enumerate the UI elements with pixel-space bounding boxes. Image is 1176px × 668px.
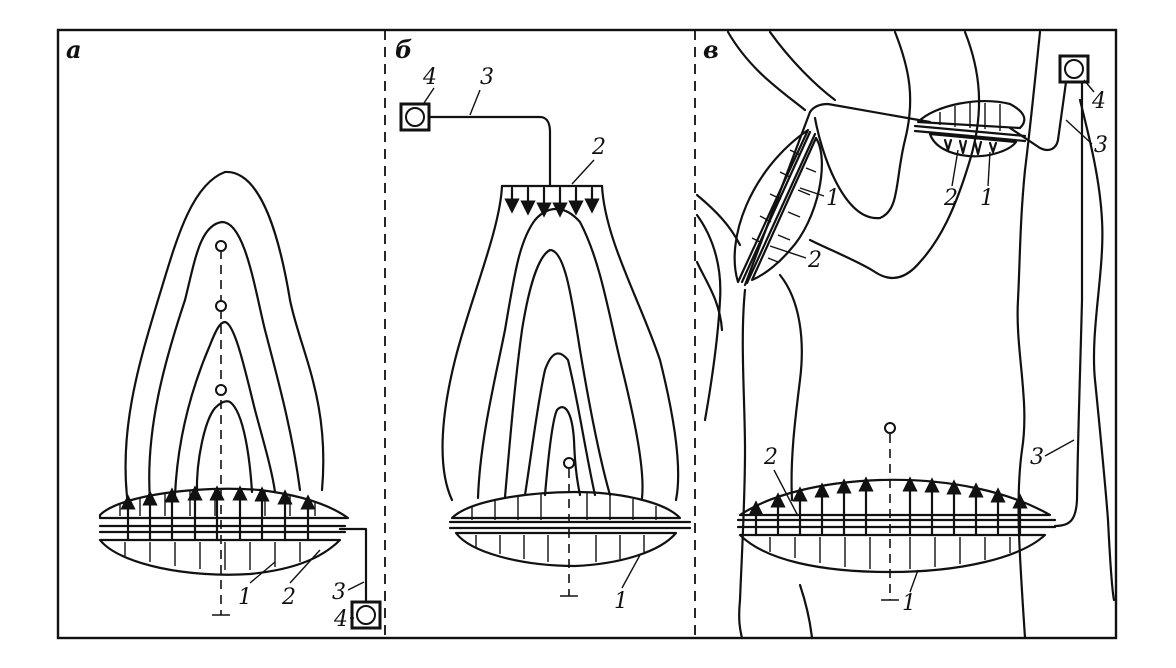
terrain-line xyxy=(768,30,837,102)
contour-line xyxy=(173,320,277,497)
callout-1: 1 xyxy=(614,589,628,614)
callout-leader xyxy=(347,581,365,591)
callout-4: 4 xyxy=(333,607,348,632)
callout-2: 2 xyxy=(281,585,296,610)
panel-c: в 4 3 3 xyxy=(695,30,1116,640)
callout-leader xyxy=(289,549,321,584)
outer-frame xyxy=(56,28,1118,640)
frozen-zone-lens xyxy=(738,478,1052,517)
contour-line xyxy=(476,207,644,500)
frozen-zone-lens xyxy=(98,538,342,576)
callout-leader xyxy=(249,561,276,584)
terrain-line xyxy=(726,30,807,112)
terrain-line xyxy=(813,30,912,220)
contour-line xyxy=(195,400,254,495)
frozen-zone-lens-diagonal xyxy=(733,128,823,285)
terrain-line xyxy=(1016,30,1042,640)
flow-arrows xyxy=(748,476,1028,537)
callout-leader xyxy=(773,469,799,517)
callout-4: 4 xyxy=(1091,89,1106,114)
observation-well-icon xyxy=(215,384,227,396)
terrain-line xyxy=(798,583,814,640)
panel-b-label: б xyxy=(395,35,412,64)
supply-pipe xyxy=(338,527,368,605)
terrain-line xyxy=(738,288,747,640)
contour-line xyxy=(124,170,325,507)
callout-leader xyxy=(621,554,641,589)
terrain-line xyxy=(1078,98,1116,602)
callout-1-bottom: 1 xyxy=(902,591,916,616)
callout-3: 3 xyxy=(332,580,346,605)
lens-hatching xyxy=(769,537,1011,569)
frozen-zone-lens xyxy=(454,531,678,568)
pump-station-icon xyxy=(405,107,425,127)
callout-leader xyxy=(951,149,959,187)
frozen-zone-lens xyxy=(738,533,1047,574)
callout-2: 2 xyxy=(591,135,606,160)
contour-line xyxy=(148,220,302,502)
callout-leader xyxy=(423,87,435,104)
contour-line xyxy=(543,406,582,497)
contour-line xyxy=(441,184,504,502)
frozen-zone-lens xyxy=(98,487,350,520)
callout-4: 4 xyxy=(422,65,437,90)
callout-leader xyxy=(909,569,919,593)
terrain-line xyxy=(695,213,722,422)
flow-arrows xyxy=(120,485,316,542)
supply-pipe xyxy=(427,115,552,188)
terrain-line xyxy=(808,30,981,280)
observation-well-icon xyxy=(215,240,227,252)
terrain-line xyxy=(695,260,724,332)
callout-2-bottom: 2 xyxy=(763,445,778,470)
observation-well-icon xyxy=(563,457,575,469)
callout-leader xyxy=(799,187,825,197)
contour-line xyxy=(503,248,612,499)
terrain-line xyxy=(695,193,742,247)
callout-leader xyxy=(571,159,595,185)
callout-1: 1 xyxy=(238,585,252,610)
pump-station-icon xyxy=(356,605,376,625)
panel-a: а xyxy=(66,35,382,632)
observation-well-icon xyxy=(884,422,896,434)
supply-pipe xyxy=(1008,80,1068,151)
pump-station-icon xyxy=(1064,59,1084,79)
terrain-line xyxy=(778,273,803,502)
supply-pipe xyxy=(1053,80,1084,528)
callout-3-top: 3 xyxy=(1094,133,1108,158)
callout-leader xyxy=(1065,119,1093,145)
observation-well-icon xyxy=(215,300,227,312)
callout-leader xyxy=(1044,439,1075,457)
frozen-zone-lens xyxy=(450,490,682,520)
callout-1-mid: 1 xyxy=(980,186,994,211)
contour-line xyxy=(523,352,597,497)
lens-hatching xyxy=(471,493,657,562)
callout-3-bottom: 3 xyxy=(1030,445,1044,470)
callout-leader xyxy=(987,151,991,187)
panel-c-label: в xyxy=(703,35,719,64)
callout-2-mid: 2 xyxy=(943,186,958,211)
panel-a-label: а xyxy=(66,35,82,64)
supply-pipe xyxy=(743,102,932,287)
flow-arrows xyxy=(504,186,600,218)
panel-b: б 4 3 2 xyxy=(395,35,692,614)
frozen-zone-lens-upper xyxy=(913,99,1027,158)
callout-1-upper: 1 xyxy=(826,186,840,211)
callout-leader xyxy=(769,245,807,259)
callout-leader xyxy=(1083,79,1095,93)
callout-2-upper: 2 xyxy=(807,248,822,273)
callout-leader xyxy=(469,89,481,116)
contour-line xyxy=(600,184,680,502)
callout-3: 3 xyxy=(480,65,494,90)
